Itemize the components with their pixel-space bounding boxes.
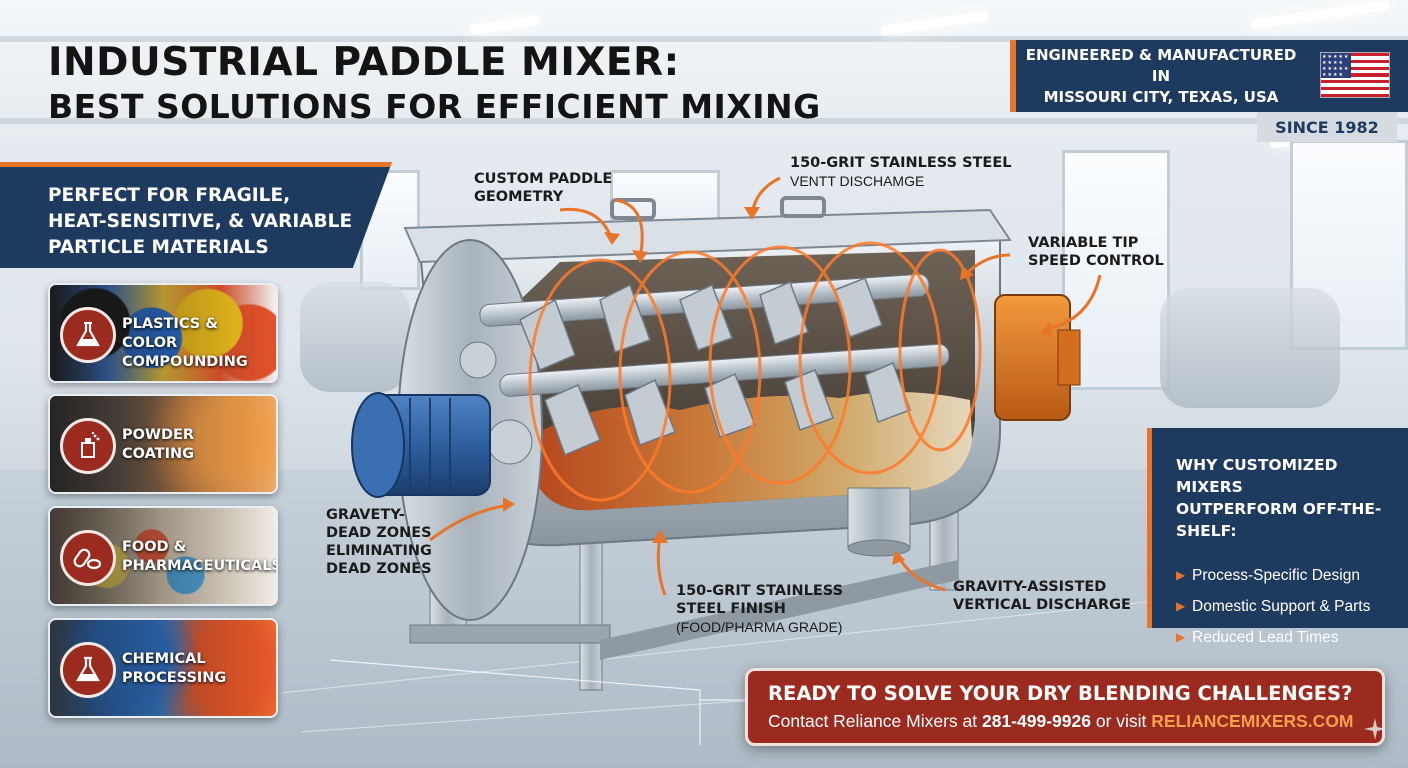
application-label: POWDER COATING (122, 426, 276, 464)
callout-line: 150-GRIT STAINLESS (676, 583, 844, 599)
shaft-bearing (459, 341, 497, 379)
motor-fins (409, 398, 451, 492)
origin-line-1: ENGINEERED & MANUFACTURED IN (1025, 45, 1297, 85)
callout-line: VENTT DISCHAMGE (790, 173, 925, 189)
callout-vent: 150-GRIT STAINLESS STEEL VENTT DISCHAMGE (790, 154, 1011, 190)
application-label: CHEMICAL PROCESSING (122, 650, 276, 688)
callout-line: ELIMINATING (326, 543, 432, 559)
flag-canton: ★★★★★ ★★★★ ★★★★★ ★★★★ (1321, 53, 1351, 78)
title-line-2: BEST SOLUTIONS FOR EFFICIENT MIXING (48, 87, 821, 126)
callout-line: DEAD ZONES (326, 561, 432, 577)
callout-line: SPEED CONTROL (1028, 253, 1164, 269)
application-label-line-1: CHEMICAL (122, 651, 206, 667)
chevron-right-icon: ▶ (1176, 630, 1186, 644)
phone-number-link[interactable]: 281-499-9926 (981, 711, 1091, 731)
callout-line: CUSTOM PADDLE (474, 171, 613, 187)
pill-icon (60, 530, 116, 586)
background-mixer (1160, 288, 1340, 408)
us-flag-icon: ★★★★★ ★★★★ ★★★★★ ★★★★ (1320, 52, 1390, 98)
callout-line: DEAD ZONES (326, 525, 432, 541)
website-link[interactable]: RELIANCEMIXERS.COM (1151, 711, 1354, 731)
list-item: ▶ Reduced Lead Times (1176, 622, 1408, 653)
motor-end-cap (351, 392, 405, 498)
application-label-line-1: POWDER (122, 427, 195, 443)
spray-gun-icon (60, 418, 116, 474)
lid-handle (780, 196, 826, 218)
chevron-right-icon: ▶ (1176, 568, 1186, 582)
callout-dead-zones: GRAVETY- DEAD ZONES ELIMINATING DEAD ZON… (326, 506, 432, 578)
gearbox-flange (1057, 329, 1081, 386)
application-label: FOOD & PHARMACEUTICALS (122, 538, 278, 576)
title-line-1: INDUSTRIAL PADDLE MIXER: (48, 40, 680, 85)
discharge-chute (847, 487, 911, 549)
perfect-for-banner: PERFECT FOR FRAGILE, HEAT-SENSITIVE, & V… (0, 162, 392, 268)
list-item: ▶ Domestic Support & Parts (1176, 591, 1408, 622)
since-badge: SINCE 1982 (1257, 112, 1397, 142)
origin-badge: ENGINEERED & MANUFACTURED IN MISSOURI CI… (1010, 40, 1408, 112)
application-label-line-2: COATING (122, 446, 194, 462)
why-list: ▶ Process-Specific Design ▶ Domestic Suppo… (1176, 560, 1408, 653)
application-label-line-2: PROCESSING (122, 670, 227, 686)
callout-line: 150-GRIT STAINLESS STEEL (790, 155, 1012, 171)
call-to-action-banner[interactable]: READY TO SOLVE YOUR DRY BLENDING CHALLEN… (745, 668, 1385, 746)
ceiling-beam (0, 118, 1408, 124)
list-item-text: Reduced Lead Times (1192, 629, 1339, 646)
why-customized-panel: WHY CUSTOMIZED MIXERS OUTPERFORM OFF-THE… (1147, 428, 1408, 646)
callout-line: VARIABLE TIP (1028, 235, 1139, 251)
flask-icon (60, 307, 116, 363)
mixer-leg (579, 519, 603, 691)
callout-tip-speed: VARIABLE TIP SPEED CONTROL (1028, 234, 1164, 270)
callout-line: (FOOD/PHARMA GRADE) (676, 619, 843, 635)
sparkle-icon (1364, 718, 1386, 740)
why-heading-line-2: OUTPERFORM OFF-THE-SHELF: (1176, 500, 1382, 540)
application-label-line-2: COMPOUNDING (122, 354, 248, 370)
chevron-right-icon: ▶ (1176, 599, 1186, 613)
list-item: ▶ Process-Specific Design (1176, 560, 1408, 591)
page-title: INDUSTRIAL PADDLE MIXER: BEST SOLUTIONS … (48, 40, 928, 128)
application-card-chemical: CHEMICAL PROCESSING (48, 618, 278, 718)
callout-line: VERTICAL DISCHARGE (953, 597, 1131, 613)
ceiling-beam (0, 36, 1408, 42)
application-card-plastics: PLASTICS & COLOR COMPOUNDING (48, 283, 278, 383)
perfect-line-1: PERFECT FOR FRAGILE, (48, 185, 291, 206)
paddles (519, 277, 911, 457)
shaft-bearing (487, 419, 533, 465)
cta-middle: or visit (1090, 711, 1152, 731)
mixer-base-rail (409, 624, 611, 644)
mixer-base-rail (600, 560, 958, 660)
origin-text: ENGINEERED & MANUFACTURED IN MISSOURI CI… (1016, 45, 1306, 108)
cta-prefix: Contact Reliance Mixers at (768, 711, 982, 731)
callout-line: GRAVITY-ASSISTED (953, 579, 1107, 595)
application-card-food-pharma: FOOD & PHARMACEUTICALS (48, 506, 278, 606)
callout-line: GEOMETRY (474, 189, 564, 205)
lid-handle (610, 198, 656, 220)
perfect-line-3: PARTICLE MATERIALS (48, 237, 269, 258)
callout-line: GRAVETY- (326, 507, 405, 523)
dimension-lines (329, 659, 745, 745)
application-card-powder: POWDER COATING (48, 394, 278, 494)
mixing-flow-arcs (528, 241, 982, 502)
origin-line-2: MISSOURI CITY, TEXAS, USA (1043, 87, 1279, 106)
cta-heading: READY TO SOLVE YOUR DRY BLENDING CHALLEN… (768, 682, 1353, 705)
background-mixer (300, 282, 410, 392)
application-label-line-2: PHARMACEUTICALS (122, 558, 278, 574)
why-heading-line-1: WHY CUSTOMIZED MIXERS (1176, 456, 1338, 496)
callout-paddle-geometry: CUSTOM PADDLE GEOMETRY (474, 170, 612, 206)
callout-line: STEEL FINISH (676, 601, 786, 617)
flask-icon (60, 642, 116, 698)
callout-discharge: GRAVITY-ASSISTED VERTICAL DISCHARGE (953, 578, 1131, 614)
application-label-line-1: PLASTICS & COLOR (122, 316, 218, 351)
application-label-line-1: FOOD & (122, 539, 187, 555)
cta-contact-line: Contact Reliance Mixers at 281-499-9926 … (768, 708, 1382, 734)
list-item-text: Process-Specific Design (1192, 567, 1360, 584)
application-label: PLASTICS & COLOR COMPOUNDING (122, 315, 276, 372)
perfect-line-2: HEAT-SENSITIVE, & VARIABLE (48, 211, 353, 232)
callout-finish: 150-GRIT STAINLESS STEEL FINISH (FOOD/PH… (676, 582, 843, 636)
discharge-outlet (847, 539, 911, 557)
list-item-text: Domestic Support & Parts (1192, 598, 1371, 615)
callout-arrowheads (503, 207, 1053, 565)
